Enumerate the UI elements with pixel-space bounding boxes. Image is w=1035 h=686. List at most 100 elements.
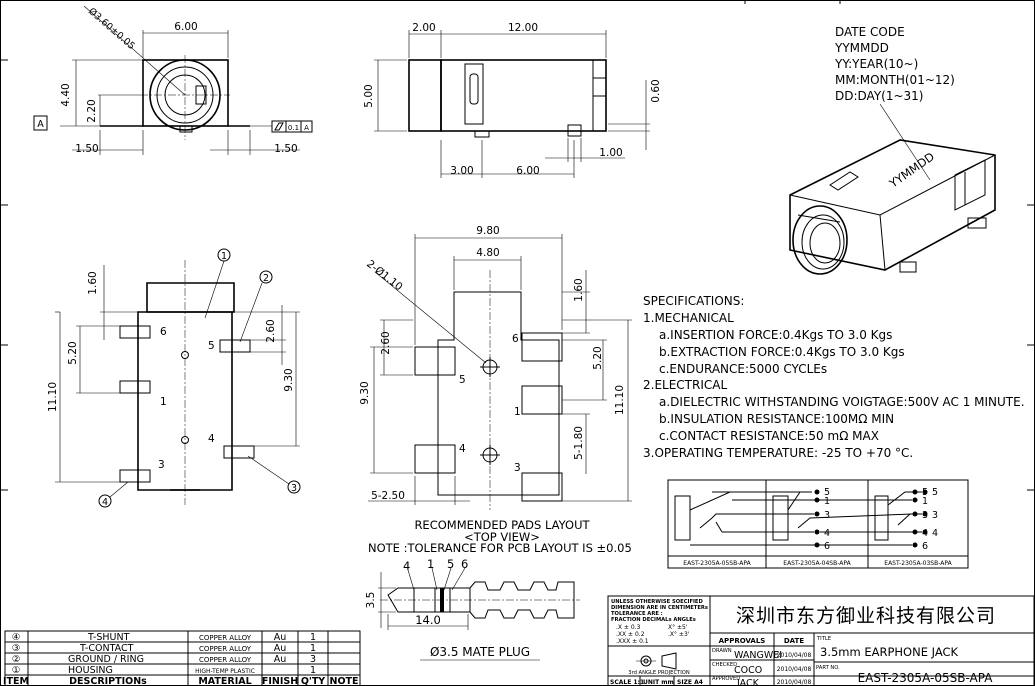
pad-pin-6: 6 xyxy=(512,333,519,345)
pads-note: NOTE :TOLERANCE FOR PCB LAYOUT IS ±0.05 xyxy=(368,541,632,555)
pad-d250: 5-2.50 xyxy=(371,490,405,502)
bom-header-finish: FINISH xyxy=(262,676,298,686)
sch-a-pin-3: 3 xyxy=(824,510,830,521)
bom-item-3: ③ xyxy=(12,643,21,654)
border-ticks xyxy=(0,0,1035,491)
bom-item-4: ④ xyxy=(12,632,21,643)
title-label: TITLE xyxy=(816,636,831,642)
pad-pin-3: 3 xyxy=(514,462,521,474)
tol-line-1: UNLESS OTHERWISE SOECIFIED xyxy=(611,599,703,605)
bom-mat-3: COPPER ALLOY xyxy=(199,645,252,653)
bom-item-2: ② xyxy=(12,654,21,665)
bv-pin-4: 4 xyxy=(208,433,215,445)
drawn-date: 2010/04/08 xyxy=(777,652,812,659)
bv-pin-1: 1 xyxy=(160,396,167,408)
svg-text:a.INSERTION FORCE:0.4Kgs TO: a.INSERTION FORCE:0.4Kgs TO 3.0 Kgs xyxy=(659,328,892,342)
checked-date: 2010/04/08 xyxy=(777,666,812,673)
drawn-label: DRAWN xyxy=(712,648,732,654)
sch-a-pin-1: 1 xyxy=(824,496,830,507)
date-label: DATE xyxy=(784,637,804,645)
side-view xyxy=(374,30,650,178)
callout-1: 1 xyxy=(221,251,227,262)
front-view xyxy=(33,5,313,155)
bom-item-1: ① xyxy=(12,665,21,676)
part-label: PART NO. xyxy=(816,665,840,671)
pad-d930: 9.30 xyxy=(359,381,371,404)
company-name: 深圳市东方御业科技有限公司 xyxy=(736,605,996,627)
bom-desc-4: T-SHUNT xyxy=(87,632,130,643)
tol-xx: .XX ± 0.2 xyxy=(616,631,645,638)
pad-pin-4: 4 xyxy=(459,443,466,455)
bom-fin-2: Au xyxy=(274,654,287,665)
tol-line-4: FRACTION DECIMALs ANGLEs xyxy=(611,617,696,623)
title-block xyxy=(607,595,1035,686)
dim-pin-x1: 3.00 xyxy=(450,165,473,177)
bom-header-material: MATERIAL xyxy=(198,676,251,686)
dim-pin-height: 0.60 xyxy=(650,79,662,102)
isometric-view xyxy=(789,139,996,275)
bom-mat-1: HIGH-TEMP PLASTIC xyxy=(195,668,255,675)
plug-label-6: 6 xyxy=(461,557,468,571)
bom-fin-3: Au xyxy=(274,643,287,654)
bv-d1: 1.60 xyxy=(87,271,99,294)
sch-c-pin-4: 4 xyxy=(932,528,938,539)
bv-d5: 9.30 xyxy=(283,368,295,391)
plug-dia: 3.5 xyxy=(365,592,377,609)
callout-4: 4 xyxy=(102,497,108,508)
tol-ang2: .X° ±3' xyxy=(668,631,690,638)
svg-text:c.ENDURANCE:5000 CYCLEs: c.ENDURANCE:5000 CYCLEs xyxy=(659,362,827,376)
plug-label-5: 5 xyxy=(447,557,454,571)
sch-c-pin-3: 3 xyxy=(932,510,938,521)
bom-desc-2: GROUND / RING xyxy=(68,654,144,665)
sch-b-pin-6: 6 xyxy=(922,541,928,552)
tol-xxx: .XXX ± 0.1 xyxy=(616,638,649,645)
dim-left-tab: 1.50 xyxy=(75,143,98,155)
bottom-view xyxy=(55,248,301,508)
pad-hole: 2-Ø1.10 xyxy=(364,258,405,293)
bv-d2: 5.20 xyxy=(67,341,79,364)
approvals-label: APPROVALS xyxy=(719,637,766,645)
dim-pin-w: 1.00 xyxy=(599,147,622,159)
pad-layout xyxy=(368,234,632,510)
pad-d520: 5.20 xyxy=(592,346,604,369)
projection-label: 3rd ANGLE PROJECTION xyxy=(628,670,690,676)
svg-text:c.CONTACT RESISTANCE:50 mΩ MAX: c.CONTACT RESISTANCE:50 mΩ MAX xyxy=(659,429,879,443)
dim-body-len: 12.00 xyxy=(508,22,538,34)
pad-d1110: 11.10 xyxy=(614,385,626,415)
pads-subtitle: <TOP VIEW> xyxy=(464,530,540,544)
sch-a-pin-4: 4 xyxy=(824,528,830,539)
tolerance-value: 0.1 xyxy=(288,124,299,132)
svg-text:2.ELECTRICAL: 2.ELECTRICAL xyxy=(643,378,727,392)
svg-text:SPECIFICATIONS:: SPECIFICATIONS: xyxy=(643,294,744,308)
checked-label: CHECKED xyxy=(712,662,737,668)
bv-d3: 11.10 xyxy=(47,382,59,412)
sch-c-pin-5: 5 xyxy=(932,487,938,498)
schematic-label-c: EAST-2305A-03SB-APA xyxy=(884,560,952,567)
size-value: SIZE A4 xyxy=(677,679,703,686)
pad-d180: 5-1.80 xyxy=(573,426,585,460)
callout-2: 2 xyxy=(263,273,269,284)
approved-date: 2010/04/08 xyxy=(777,679,812,686)
sch-a-pin-5: 5 xyxy=(824,487,830,498)
bv-d4: 2.60 xyxy=(265,319,277,342)
bv-pin-5: 5 xyxy=(208,340,215,352)
bom-qty-3: 1 xyxy=(310,643,316,654)
bom-table xyxy=(4,630,361,686)
tol-line-3: TOLERANCE ARE : xyxy=(611,611,663,617)
bv-pin-3: 3 xyxy=(158,459,165,471)
bom-qty-4: 1 xyxy=(310,632,316,643)
pad-pin-5: 5 xyxy=(459,374,466,386)
sch-b-pin-5: 5 xyxy=(922,487,928,498)
svg-text:YYMMDD: YYMMDD xyxy=(834,41,889,55)
svg-text:3.OPERATING TEMPERATURE: -25: 3.OPERATING TEMPERATURE: -25 TO +70 °C. xyxy=(643,446,913,460)
approved-label: APPROVED xyxy=(712,676,740,682)
schematic-label-b: EAST-2305A-04SB-APA xyxy=(783,560,851,567)
pad-h: 2.60 xyxy=(380,331,392,354)
schematic-panels xyxy=(667,479,969,569)
scale-value: SCALE 1:1 xyxy=(610,679,644,686)
svg-text:YY:YEAR(10~): YY:YEAR(10~) xyxy=(834,57,918,71)
unit-value: UNIT mm xyxy=(643,679,674,686)
specifications: SPECIFICATIONS: 1.MECHANICAL a.INSERTION… xyxy=(643,294,1025,460)
plug-label-4: 4 xyxy=(403,559,410,573)
